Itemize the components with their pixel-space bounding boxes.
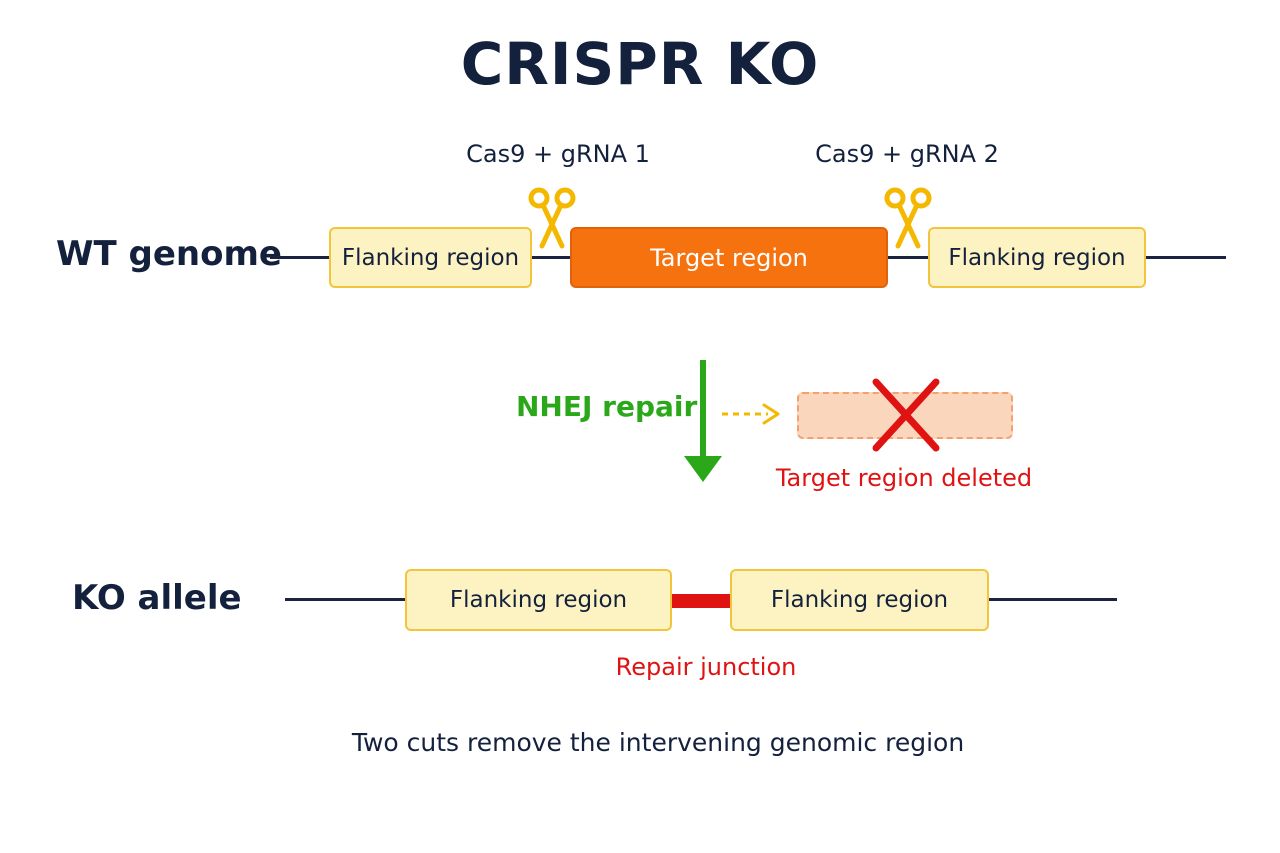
repair-junction-label: Repair junction [615, 653, 797, 681]
wt-genome-label: WT genome [56, 234, 282, 274]
scissors-icon [884, 187, 932, 249]
scissors-icon [528, 187, 576, 249]
diagram-caption: Two cuts remove the intervening genomic … [351, 728, 965, 757]
ko-flank-left-label: Flanking region [449, 587, 628, 613]
repair-junction [672, 594, 730, 608]
wt-target-region: Target region [570, 227, 888, 288]
ko-flanking-region-right: Flanking region [730, 569, 989, 631]
wt-target-label: Target region [650, 243, 808, 272]
dashed-arrow-icon [722, 403, 780, 425]
target-deleted-label: Target region deleted [775, 464, 1033, 492]
diagram-title: CRISPR KO [460, 30, 820, 98]
ko-flank-right-label: Flanking region [770, 587, 949, 613]
ko-allele-label: KO allele [72, 578, 242, 618]
cas9-grna2-label: Cas9 + gRNA 2 [815, 140, 999, 168]
wt-flanking-region-right: Flanking region [928, 227, 1146, 288]
down-arrow-icon [684, 360, 722, 482]
wt-flank-right-label: Flanking region [948, 244, 1126, 271]
delete-x-icon [872, 378, 940, 452]
wt-flanking-region-left: Flanking region [329, 227, 532, 288]
cas9-grna1-label: Cas9 + gRNA 1 [466, 140, 650, 168]
ko-flanking-region-left: Flanking region [405, 569, 672, 631]
nhej-repair-label: NHEJ repair [516, 390, 698, 423]
wt-flank-left-label: Flanking region [341, 244, 520, 271]
